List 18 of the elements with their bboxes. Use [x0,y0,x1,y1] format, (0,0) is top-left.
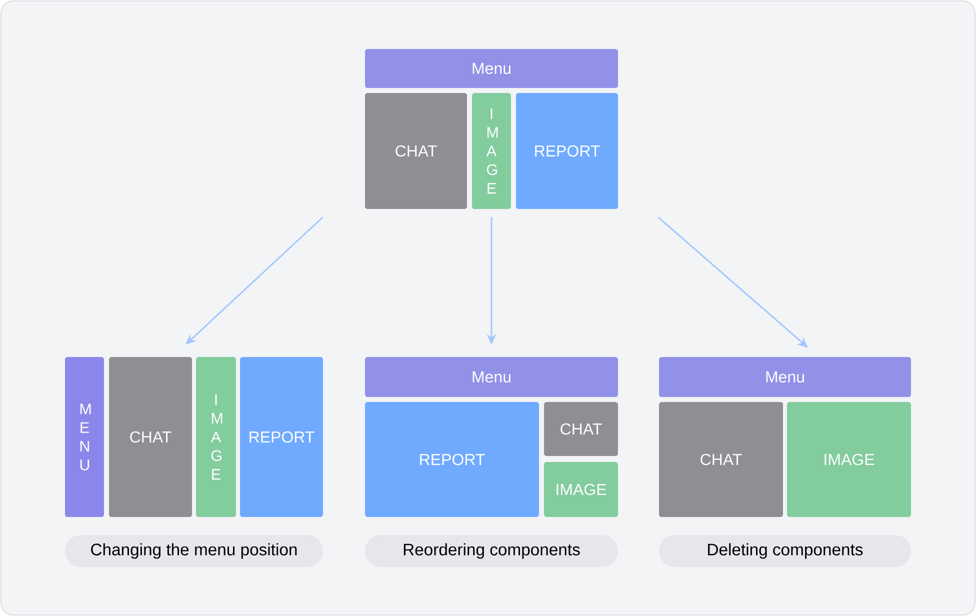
layout-panel: IMAGE [472,93,511,209]
menu-bar: MENU [65,357,104,517]
caption-pill: Deleting components [659,535,911,567]
menu-bar: Menu [659,357,911,397]
layout-panel: CHAT [365,93,467,209]
layout-panel: REPORT [516,93,618,209]
layout-panel: CHAT [659,402,783,517]
layout-panel: CHAT [109,357,192,517]
layout-panel: REPORT [240,357,323,517]
layout-panel: REPORT [365,402,539,517]
menu-bar: Menu [365,49,618,88]
caption-pill: Reordering components [365,535,618,567]
caption-pill: Changing the menu position [65,535,323,567]
layout-panel: IMAGE [544,462,618,517]
menu-bar: Menu [365,357,618,397]
layout-panel: CHAT [544,402,618,456]
layout-panel: IMAGE [787,402,911,517]
layout-panel: IMAGE [196,357,236,517]
